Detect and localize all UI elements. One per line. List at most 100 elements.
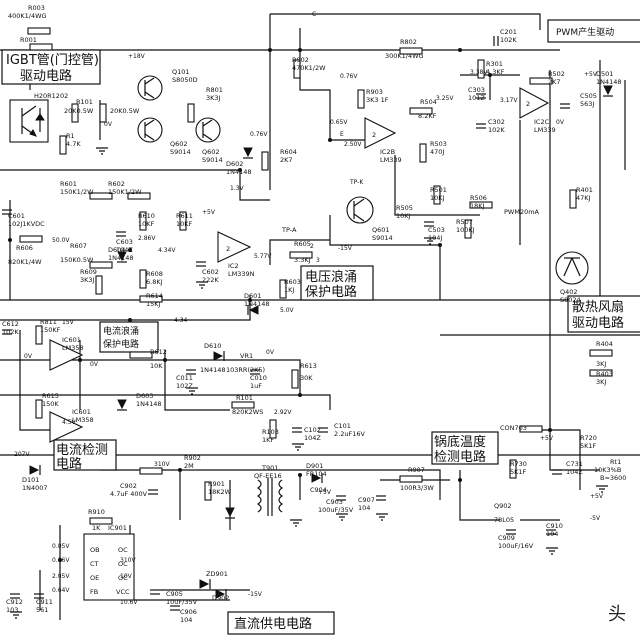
svg-text:PWM20mA: PWM20mA xyxy=(504,208,540,216)
svg-text:150K: 150K xyxy=(42,400,59,408)
svg-text:10KJ: 10KJ xyxy=(430,194,445,202)
svg-text:LM339N: LM339N xyxy=(228,270,255,278)
opamp-ic2: 2 xyxy=(217,231,252,263)
svg-text:C906: C906 xyxy=(180,608,197,616)
svg-text:Q602: Q602 xyxy=(170,140,188,148)
svg-text:2.86V: 2.86V xyxy=(138,235,156,242)
svg-text:OE: OE xyxy=(90,574,99,582)
ic901-pins: OB OC CT OC OE OC FB VCC xyxy=(90,546,130,596)
svg-text:C603: C603 xyxy=(116,238,133,246)
svg-text:Rt1: Rt1 xyxy=(610,458,621,466)
svg-text:470J: 470J xyxy=(430,148,444,156)
svg-text:1N4007: 1N4007 xyxy=(22,484,48,492)
svg-text:R610: R610 xyxy=(138,212,155,220)
svg-text:R608: R608 xyxy=(146,270,163,278)
svg-text:3.25V: 3.25V xyxy=(436,95,454,102)
svg-text:S9014: S9014 xyxy=(372,234,393,242)
svg-text:IC601: IC601 xyxy=(72,408,91,416)
transformer-t901 xyxy=(256,478,284,516)
svg-text:104: 104 xyxy=(180,616,192,624)
svg-text:2M: 2M xyxy=(184,462,194,470)
svg-text:R507: R507 xyxy=(456,218,473,226)
svg-text:R103: R103 xyxy=(262,428,279,436)
svg-text:D101: D101 xyxy=(22,476,39,484)
svg-text:C102: C102 xyxy=(304,426,321,434)
svg-text:FR104: FR104 xyxy=(306,470,327,478)
svg-text:10K3%B: 10K3%B xyxy=(594,466,621,474)
svg-text:104J: 104J xyxy=(428,234,442,242)
svg-text:100uF/16V: 100uF/16V xyxy=(498,542,534,550)
svg-text:1N4148: 1N4148 xyxy=(108,254,134,262)
svg-text:C902: C902 xyxy=(120,482,137,490)
svg-text:150K1/2W: 150K1/2W xyxy=(60,188,94,196)
svg-text:102Z: 102Z xyxy=(176,382,193,390)
svg-text:OC: OC xyxy=(118,560,128,568)
svg-text:+5V: +5V xyxy=(318,489,332,496)
svg-text:C201: C201 xyxy=(500,28,517,36)
svg-text:CON703: CON703 xyxy=(500,424,527,432)
svg-text:OB: OB xyxy=(90,546,100,554)
svg-text:D604: D604 xyxy=(108,246,125,254)
svg-text:1N4148: 1N4148 xyxy=(596,78,622,86)
svg-text:150K0.5W: 150K0.5W xyxy=(60,256,94,264)
block-pot-temp: 锅底温度 检测电路 xyxy=(431,431,499,465)
svg-text:电路: 电路 xyxy=(56,456,82,472)
diodes xyxy=(29,85,613,599)
svg-text:3K3 1F: 3K3 1F xyxy=(366,96,389,104)
block-fan: 散热风扇 驱动电路 xyxy=(567,295,640,333)
svg-text:C602: C602 xyxy=(202,268,219,276)
svg-text:2.92V: 2.92V xyxy=(274,409,292,416)
svg-text:4.5V: 4.5V xyxy=(62,419,77,426)
svg-text:驱动电路: 驱动电路 xyxy=(20,68,72,84)
svg-text:222K: 222K xyxy=(202,276,219,284)
svg-text:+5V: +5V xyxy=(540,435,554,442)
svg-text:2: 2 xyxy=(310,243,314,250)
opamp-ic601b xyxy=(49,411,84,443)
svg-text:1N4148: 1N4148 xyxy=(244,300,270,308)
svg-text:563J: 563J xyxy=(580,100,594,108)
svg-text:电压浪涌: 电压浪涌 xyxy=(305,270,357,285)
svg-text:2.50V: 2.50V xyxy=(344,141,362,148)
svg-text:D602: D602 xyxy=(226,160,243,168)
svg-text:R614: R614 xyxy=(146,292,163,300)
svg-text:100KJ: 100KJ xyxy=(456,226,475,234)
svg-text:1KF: 1KF xyxy=(262,436,274,444)
svg-text:101Z: 101Z xyxy=(468,94,485,102)
transistor-q601 xyxy=(346,196,374,224)
svg-text:TP-K: TP-K xyxy=(349,179,364,186)
svg-text:S9014: S9014 xyxy=(170,148,191,156)
svg-text:D902: D902 xyxy=(212,594,229,602)
svg-text:6.8KJ: 6.8KJ xyxy=(146,278,163,286)
svg-text:1.3V: 1.3V xyxy=(230,185,245,192)
svg-text:C910: C910 xyxy=(546,522,563,530)
svg-text:R613: R613 xyxy=(300,362,317,370)
svg-text:D610: D610 xyxy=(204,342,221,350)
svg-text:R502: R502 xyxy=(548,70,565,78)
svg-text:D501: D501 xyxy=(596,70,613,78)
svg-text:102J1KVDC: 102J1KVDC xyxy=(8,220,45,228)
svg-text:R403: R403 xyxy=(596,370,613,378)
svg-text:C912: C912 xyxy=(6,598,23,606)
svg-text:102K: 102K xyxy=(488,126,505,134)
svg-text:C909: C909 xyxy=(498,534,515,542)
svg-text:驱动电路: 驱动电路 xyxy=(572,315,624,331)
svg-text:C731: C731 xyxy=(566,460,583,468)
svg-text:C911: C911 xyxy=(36,598,53,606)
svg-text:C011: C011 xyxy=(176,374,193,382)
igbt-transistor xyxy=(9,99,49,143)
svg-text:R601: R601 xyxy=(60,180,77,188)
block-igbt-drive: IGBT管(门控管) 驱动电路 xyxy=(1,49,101,85)
svg-text:4.7uF 400V: 4.7uF 400V xyxy=(110,490,148,498)
svg-text:R404: R404 xyxy=(596,340,613,348)
svg-text:R505: R505 xyxy=(396,204,413,212)
svg-text:18KJ: 18KJ xyxy=(470,202,485,210)
svg-text:R101: R101 xyxy=(236,394,253,402)
svg-text:保护电路: 保护电路 xyxy=(305,284,357,300)
transistor-q402 xyxy=(555,251,589,285)
ic901-chip xyxy=(83,533,135,601)
svg-text:IC2: IC2 xyxy=(228,262,239,270)
svg-text:3K3J: 3K3J xyxy=(80,276,95,284)
svg-text:102K: 102K xyxy=(500,36,517,44)
svg-text:C612: C612 xyxy=(2,320,19,328)
svg-text:10KF: 10KF xyxy=(176,220,193,228)
